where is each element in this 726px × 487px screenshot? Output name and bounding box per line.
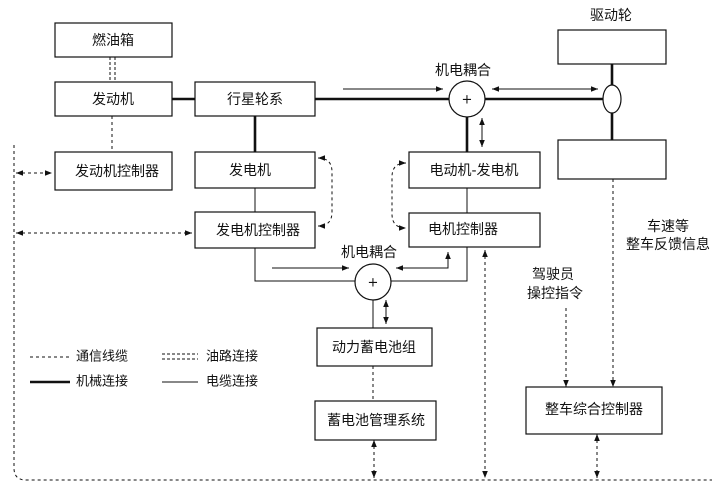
coupling-bottom-plus: + [368,276,379,291]
legend: 通信线缆 油路连接 机械连接 电缆连接 [30,349,258,390]
engine-label: 发动机 [92,92,134,108]
battery-pack-block: 动力蓄电池组 [316,327,433,367]
drive-wheel-upper [557,29,667,65]
flow-arrow-bottom-coupling-motor-controller [396,252,451,271]
drive-wheel-lower [557,139,667,180]
motor-generator-block: 电动机-发电机 [408,151,541,189]
coupling-bottom-label: 机电耦合 [341,245,397,261]
engine-controller-block: 发动机控制器 [54,151,173,191]
legend-mechanical-label: 机械连接 [76,374,128,390]
fuel-tank-block: 燃油箱 [54,22,173,58]
battery-pack-label: 动力蓄电池组 [332,340,416,356]
planetary-gear-label: 行星轮系 [227,92,283,108]
connections [13,57,712,481]
vehicle-controller-label: 整车综合控制器 [545,401,643,418]
generator-controller-block: 发电机控制器 [194,211,316,249]
vehicle-controller-block: 整车综合控制器 [525,386,663,435]
fuel-tank-label: 燃油箱 [92,32,134,49]
engine-block: 发动机 [54,81,173,117]
legend-oil-label: 油路连接 [206,349,258,365]
legend-electrical-label: 电缆连接 [206,374,258,390]
legend-oil-swatch [162,353,198,360]
driver-command-line2: 操控指令 [527,286,583,302]
differential-ellipse [602,84,622,114]
oil-line-fuel-to-engine [109,57,116,82]
drive-wheel-label: 驱动轮 [590,8,632,24]
speed-feedback-line2: 整车反馈信息 [626,236,710,253]
annotations: 驱动轮 机电耦合 机电耦合 车速等 整车反馈信息 驾驶员 操控指令 [341,8,710,302]
coupling-top: + [448,80,486,118]
motor-controller-label: 电机控制器 [428,222,498,238]
engine-controller-label: 发动机控制器 [75,164,159,180]
cable-generator-controller-coupling [254,248,355,282]
generator-label: 发电机 [229,163,271,179]
motor-generator-label: 电动机-发电机 [429,163,518,179]
coupling-top-plus: + [462,93,473,108]
generator-controller-label: 发电机控制器 [216,223,300,239]
comm-bus [13,145,712,481]
generator-block: 发电机 [194,151,316,189]
driver-command-line1: 驾驶员 [532,267,574,283]
comm-motor-controller-loop [391,160,407,231]
motor-controller-block: 电机控制器 [408,212,541,248]
cable-motor-controller-coupling [390,247,468,282]
legend-communication-label: 通信线缆 [76,349,128,365]
coupling-bottom: + [354,263,392,301]
planetary-gear-block: 行星轮系 [194,81,316,117]
battery-management-label: 蓄电池管理系统 [327,413,425,429]
speed-feedback-line1: 车速等 [647,218,689,235]
coupling-top-label: 机电耦合 [435,63,491,79]
comm-generator-controller-loop [317,155,333,229]
battery-management-block: 蓄电池管理系统 [314,400,437,441]
component-boxes: 燃油箱 发动机 行星轮系 发动机控制器 发电机 发电机控制器 电动机-发电机 [54,22,667,441]
